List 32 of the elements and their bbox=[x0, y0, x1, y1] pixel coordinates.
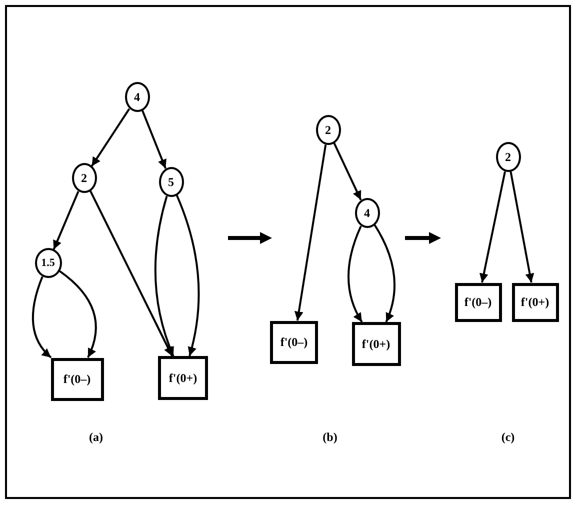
arrow bbox=[510, 171, 534, 283]
panel-label: (c) bbox=[501, 430, 515, 445]
arrow bbox=[89, 190, 173, 356]
tree-node: 4 bbox=[124, 82, 150, 112]
leaf-node: f'(0+) bbox=[158, 356, 208, 400]
leaf-node: f'(0+) bbox=[512, 282, 558, 322]
arrow bbox=[141, 110, 167, 169]
panel-label: (b) bbox=[322, 430, 338, 445]
leaf-node: f'(0–) bbox=[454, 282, 502, 322]
arrow bbox=[374, 224, 396, 322]
tree-node: 2 bbox=[496, 142, 520, 172]
arrow bbox=[348, 226, 363, 322]
block-arrow bbox=[228, 232, 272, 244]
tree-node: 2 bbox=[72, 163, 96, 193]
arrow bbox=[154, 196, 174, 356]
arrow bbox=[294, 144, 327, 321]
panel-label: (a) bbox=[89, 430, 103, 445]
arrow bbox=[176, 194, 200, 356]
leaf-node: f'(0–) bbox=[50, 358, 104, 400]
tree-node: 2 bbox=[316, 115, 340, 145]
arrow bbox=[52, 190, 80, 250]
arrow bbox=[333, 142, 362, 200]
arrow bbox=[58, 270, 97, 358]
arrow bbox=[32, 276, 52, 358]
arrow bbox=[479, 171, 506, 283]
tree-node: 4 bbox=[354, 198, 380, 228]
leaf-node: f'(0–) bbox=[270, 320, 318, 364]
tree-node: 1.5 bbox=[34, 248, 62, 278]
tree-node: 5 bbox=[158, 167, 184, 197]
arrow bbox=[90, 108, 130, 167]
leaf-node: f'(0+) bbox=[352, 322, 400, 366]
block-arrow bbox=[405, 232, 441, 244]
